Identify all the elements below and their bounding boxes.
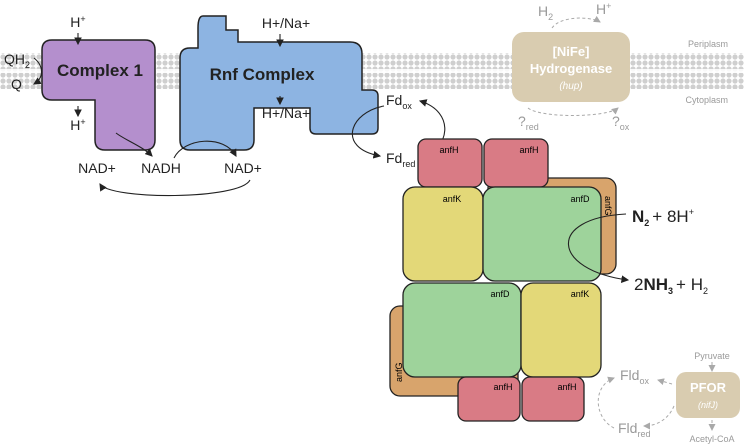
pfor-to-fld-ox-arrow xyxy=(657,378,673,386)
rnf-ion-bottom: H+/Na+ xyxy=(262,105,310,121)
complex1-nadh-arrow xyxy=(115,132,153,157)
hydrogenase-h2: H2 xyxy=(538,3,553,22)
anfh-top-left-label: anfH xyxy=(439,145,458,155)
hydrogenase-q-red: ?red xyxy=(518,113,539,132)
hydrogenase-q-ox: ?ox xyxy=(612,113,630,132)
hydrogenase-quinone-arrow xyxy=(527,107,619,116)
cytoplasm-label: Cytoplasm xyxy=(685,95,728,105)
anfd-upper xyxy=(482,186,602,282)
pfor xyxy=(676,372,740,418)
rnf-label: Rnf Complex xyxy=(210,65,315,84)
hydrogenase-line2: Hydrogenase xyxy=(530,61,612,76)
acetyl-coa-label: Acetyl-CoA xyxy=(689,434,734,444)
hydrogenase-hplus: H+ xyxy=(596,1,611,17)
complex1-proton-top: H+ xyxy=(70,14,85,30)
anfk-upper-label: anfK xyxy=(443,194,462,204)
qh2-to-q-arrow xyxy=(33,57,43,85)
hydrogenase-h2-arrow xyxy=(551,15,601,29)
reaction-reactants: N2+ 8H+ xyxy=(632,207,694,228)
fd-red-label: Fdred xyxy=(386,150,415,169)
rnf-complex xyxy=(179,15,379,151)
rnf-ion-top: H+/Na+ xyxy=(262,15,310,31)
hydrogenase-line1: [NiFe] xyxy=(553,44,590,59)
fd-rnf-arrow xyxy=(351,105,385,159)
anfk-lower-label: anfK xyxy=(571,289,590,299)
anfh-top-right-label: anfH xyxy=(519,145,538,155)
reaction-products: 2NH3+ H2 xyxy=(634,275,708,296)
anfh-bottom-left-label: anfH xyxy=(493,382,512,392)
anfd-upper-label: anfD xyxy=(570,194,590,204)
complex1-proton-bottom: H+ xyxy=(70,117,85,133)
qh2-label: QH2 xyxy=(4,51,30,70)
pyruvate-label: Pyruvate xyxy=(694,351,730,361)
nad-return-arrow xyxy=(99,179,251,197)
nad-left-label: NAD+ xyxy=(78,160,116,176)
anfh-bottom-right-label: anfH xyxy=(557,382,576,392)
fld-red-label: Fldred xyxy=(618,420,650,439)
hydrogenase-gene: (hup) xyxy=(559,81,582,92)
q-label: Q xyxy=(11,76,22,92)
pfor-label: PFOR xyxy=(690,380,727,395)
fd-ox-label: Fdox xyxy=(386,92,412,111)
pfor-to-fld-red-arrow xyxy=(643,405,675,430)
anfg-bottom-label: anfG xyxy=(394,362,404,382)
nadh-label: NADH xyxy=(141,160,181,176)
anfh-bottom-left xyxy=(457,376,521,422)
pfor-gene: (nifJ) xyxy=(698,400,718,410)
fld-ox-label: Fldox xyxy=(620,367,649,386)
complex1-label: Complex 1 xyxy=(57,61,143,80)
fld-nitrogenase-arrow xyxy=(597,376,615,429)
nitrogen-fixation-arrow xyxy=(568,213,630,283)
anfd-lower-label: anfD xyxy=(490,289,510,299)
anfh-bottom-right xyxy=(521,376,585,422)
anfg-top-label: anfG xyxy=(603,196,613,216)
nadh-to-nad-arrow xyxy=(173,140,237,159)
periplasm-label: Periplasm xyxy=(688,39,728,49)
nad-right-label: NAD+ xyxy=(224,160,262,176)
hydrogenase xyxy=(512,32,630,102)
complex1 xyxy=(41,39,156,151)
